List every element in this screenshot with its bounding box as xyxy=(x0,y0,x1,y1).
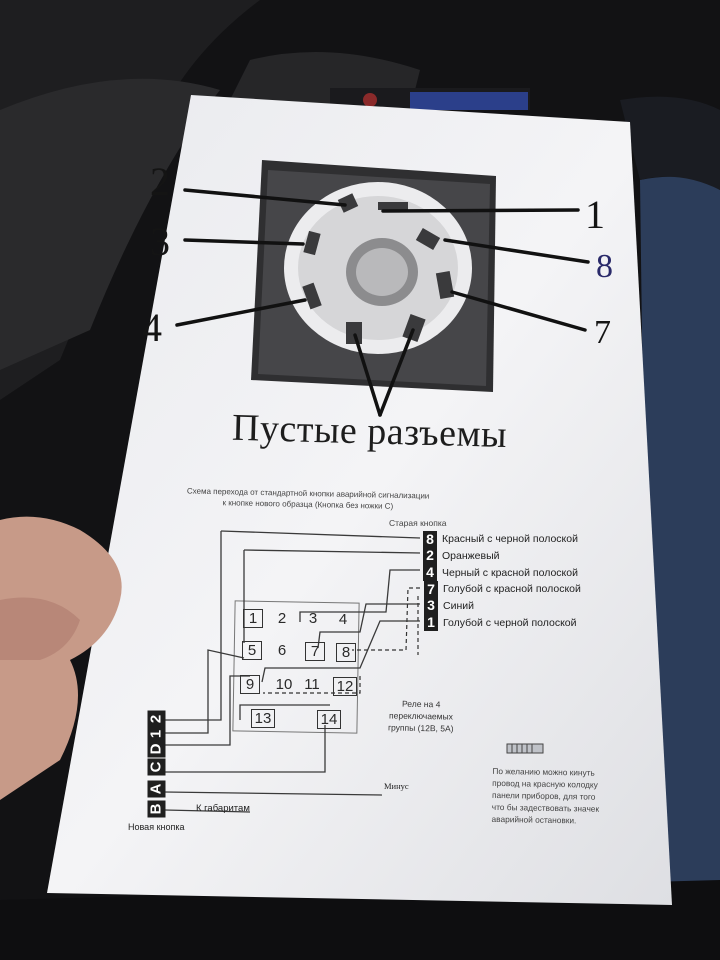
wire-color-label: Красный с черной полоской xyxy=(442,533,578,545)
wire-color-label: Черный с красной полоской xyxy=(442,567,578,579)
callout-number: 4 xyxy=(142,305,162,350)
new-button-pin: B xyxy=(147,800,166,818)
old-button-pin: 7 xyxy=(424,581,438,598)
relay-cell: 6 xyxy=(277,642,287,659)
old-button-pin: 8 xyxy=(423,531,437,548)
relay-label-line: группы (12В, 5А) xyxy=(387,722,454,734)
callout-number: 1 xyxy=(585,192,605,237)
wire-color-label: Голубой с черной полоской xyxy=(443,617,577,629)
old-button-label: Старая кнопка xyxy=(389,518,447,528)
relay-cell: 1 xyxy=(243,609,263,628)
parking-lights-label: К габаритам xyxy=(196,803,250,814)
callout-number: 7 xyxy=(594,314,611,351)
relay-cell: 14 xyxy=(317,710,341,729)
wire-color-label: Оранжевый xyxy=(442,550,500,562)
relay-cell: 12 xyxy=(333,677,357,696)
photo-title: Пустые разъемы xyxy=(231,406,508,457)
old-button-pin: 4 xyxy=(423,564,437,581)
wire-color-label: Голубой с красной полоской xyxy=(443,583,581,595)
old-button-pin: 3 xyxy=(424,597,438,614)
minus-label: Минус xyxy=(384,781,409,791)
relay-cell: 3 xyxy=(308,610,318,627)
relay-label: Реле на 4 переключаемых группы (12В, 5А) xyxy=(366,697,477,735)
relay-cell: 11 xyxy=(304,676,320,693)
relay-cell: 9 xyxy=(240,675,260,694)
relay-cell: 13 xyxy=(251,709,275,728)
new-button-label: Новая кнопка xyxy=(128,822,185,832)
callout-number: 8 xyxy=(596,248,613,285)
callout-number: 2 xyxy=(150,159,170,204)
relay-cell: 2 xyxy=(277,610,287,627)
callout-number: 3 xyxy=(150,219,170,264)
new-button-pin: D xyxy=(147,740,166,758)
relay-cell: 8 xyxy=(336,643,356,662)
old-button-pin: 2 xyxy=(423,547,437,564)
relay-cell: 4 xyxy=(338,611,348,628)
new-button-pin: C xyxy=(147,758,166,776)
note-text: По желанию можно кинуть провод на красну… xyxy=(491,765,620,827)
relay-cell: 10 xyxy=(275,676,293,693)
wire-color-label: Синий xyxy=(443,600,474,612)
old-button-pin: 1 xyxy=(424,614,438,631)
relay-cell: 5 xyxy=(242,641,262,660)
new-button-pin: A xyxy=(147,780,166,798)
relay-cell: 7 xyxy=(305,642,325,661)
note-line: аварийной остановки. xyxy=(491,813,577,826)
